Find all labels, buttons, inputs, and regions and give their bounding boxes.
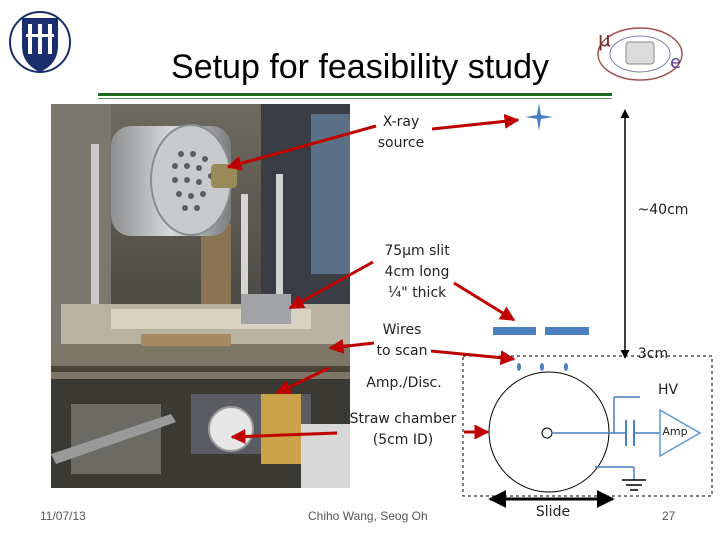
amp-disc-label: Amp./Disc. [366, 375, 442, 391]
xray-source-icon [525, 103, 553, 131]
chamber-dashed-box [462, 355, 713, 497]
svg-text:μ: μ [598, 27, 611, 51]
mu2e-logo: μ e [592, 22, 688, 88]
university-shield-logo [8, 6, 72, 80]
wires-label-line1: Wires [382, 322, 422, 338]
title-underline [98, 93, 612, 96]
xray-label-line1: X-ray [382, 114, 420, 130]
anode-wire [541, 427, 553, 439]
xray-source-label: X-ray source [362, 112, 440, 154]
slit-plate-right [545, 327, 589, 335]
straw-label-line1: Straw chamber [349, 411, 457, 427]
amp-label: Amp [662, 425, 688, 438]
slit-label-line2: 4cm long [384, 264, 450, 280]
slit-label-line1: 75μm slit [384, 243, 450, 259]
title-underline-thin [98, 98, 612, 99]
wires-label-line2: to scan [376, 343, 428, 359]
straw-chamber-circle [488, 371, 610, 493]
svg-text:e: e [670, 52, 681, 73]
straw-label-line2: (5cm ID) [372, 432, 434, 448]
wire [564, 363, 568, 371]
wires-label: Wires to scan [362, 320, 442, 362]
footer-date: 11/07/13 [40, 509, 86, 523]
slide-title: Setup for feasibility study [171, 48, 549, 86]
distance-label: ~40cm [637, 202, 689, 218]
hv-label: HV [657, 382, 679, 398]
page-number: 27 [662, 509, 676, 523]
slit-label: 75μm slit 4cm long ¼" thick [366, 241, 468, 304]
gap-label: 3cm [637, 346, 669, 362]
slide-label: Slide [535, 504, 571, 520]
slit-label-line3: ¼" thick [387, 285, 447, 301]
wire [517, 363, 521, 371]
xray-label-line2: source [377, 135, 425, 151]
wire [540, 363, 544, 371]
straw-chamber-label: Straw chamber (5cm ID) [340, 409, 466, 451]
amp-triangle [659, 408, 702, 458]
slit-plate-left [493, 327, 536, 335]
footer-author: Chiho Wang, Seog Oh [308, 509, 428, 523]
